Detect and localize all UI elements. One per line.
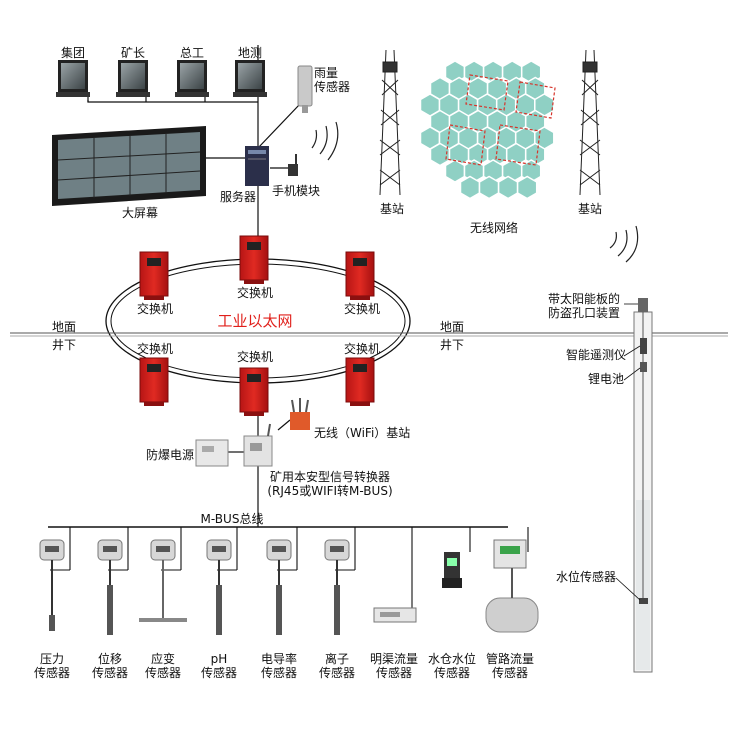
monitor-icon xyxy=(233,60,267,97)
wifi-station-label: 无线（WiFi）基站 xyxy=(314,426,411,440)
wireless-signal-icon xyxy=(609,225,639,263)
switch-icon xyxy=(345,251,375,300)
hex-cell xyxy=(516,175,538,200)
cell-tower-icon xyxy=(579,49,601,196)
wifi-base-station-icon xyxy=(290,398,310,430)
sensor-icon xyxy=(97,539,123,635)
converter-label: 矿用本安型信号转换器 (RJ45或WIFI转M-BUS) xyxy=(267,470,393,498)
sensor-label: 离子 传感器 xyxy=(318,652,356,680)
sensor-icon xyxy=(442,552,462,588)
rain-gauge-icon xyxy=(297,65,313,113)
ground-below-label: 井下 xyxy=(440,338,465,352)
monitor-icon xyxy=(175,60,209,97)
switch-label: 交换机 xyxy=(343,342,381,356)
switch-icon xyxy=(139,357,169,406)
monitor-label: 地测 xyxy=(237,46,263,60)
switch-label: 交换机 xyxy=(136,302,174,316)
sensor-label: 压力 传感器 xyxy=(33,652,71,680)
explosion-proof-power-icon xyxy=(195,439,229,467)
sensor-label: 管路流量 传感器 xyxy=(485,652,535,680)
switch-icon xyxy=(239,367,269,416)
base-station-label-left: 基站 xyxy=(379,202,405,216)
monitor-label: 矿长 xyxy=(120,46,146,60)
sms-module-icon xyxy=(288,154,298,176)
sms-module-label: 手机模块 xyxy=(272,184,321,198)
sensor-icon xyxy=(373,607,417,623)
mbus-label: M-BUS总线 xyxy=(200,512,264,526)
video-wall-icon xyxy=(52,126,206,206)
rain-sensor-label: 雨量 传感器 xyxy=(314,66,351,94)
switch-group xyxy=(139,235,375,416)
power-supply-label: 防爆电源 xyxy=(146,448,195,462)
ground-above-label: 地面 xyxy=(52,320,77,334)
hex-cell xyxy=(444,159,466,183)
sensor-label: 水仓水位 传感器 xyxy=(427,652,477,680)
cell-tower-icon xyxy=(379,49,401,196)
sensor-icon xyxy=(266,539,292,635)
ground-below-label: 井下 xyxy=(52,338,77,352)
switch-icon xyxy=(345,357,375,406)
big-screen-label: 大屏幕 xyxy=(121,206,159,220)
sensor-label: 应变 传感器 xyxy=(144,652,182,680)
ethernet-label: 工业以太网 xyxy=(217,312,293,330)
server-icon xyxy=(245,146,269,186)
ground-above-label: 地面 xyxy=(440,320,465,334)
switch-label: 交换机 xyxy=(343,302,381,316)
hex-cell xyxy=(497,175,519,200)
hex-cell xyxy=(478,175,500,200)
wireless-network-hex-grid xyxy=(419,60,556,200)
sensor-group xyxy=(39,539,539,635)
switch-label: 交换机 xyxy=(236,350,274,364)
coverage-zone xyxy=(515,81,556,119)
mbus-drops xyxy=(50,527,529,608)
sensor-icon xyxy=(485,539,539,633)
sensor-label: pH 传感器 xyxy=(200,652,238,680)
switch-label: 交换机 xyxy=(136,342,174,356)
water-level-sensor-label: 水位传感器 xyxy=(556,570,617,584)
switch-icon xyxy=(239,235,269,284)
coverage-zone xyxy=(445,124,486,166)
callout-lines xyxy=(615,303,641,601)
battery-label: 锂电池 xyxy=(588,372,625,386)
converter-wiring xyxy=(228,416,291,527)
sensor-icon xyxy=(324,539,350,635)
switch-label: 交换机 xyxy=(236,286,274,300)
sensor-label: 电导率 传感器 xyxy=(260,652,298,680)
coverage-zone xyxy=(465,74,509,111)
sensor-label: 位移 传感器 xyxy=(91,652,129,680)
sensor-icon xyxy=(206,539,232,635)
sensor-icon xyxy=(139,539,187,622)
monitor-label: 集团 xyxy=(60,46,86,60)
signal-converter-icon xyxy=(243,423,273,467)
base-station-label-right: 基站 xyxy=(577,202,603,216)
switch-icon xyxy=(139,251,169,300)
wireless-signal-icon xyxy=(311,121,339,161)
borehole-icon xyxy=(633,298,653,673)
solar-device-label: 带太阳能板的 防盗孔口装置 xyxy=(548,292,621,320)
monitor-device-label: 智能遥测仪 xyxy=(566,348,627,362)
server-label: 服务器 xyxy=(220,190,257,204)
sensor-label: 明渠流量 传感器 xyxy=(369,652,419,680)
monitor-icon xyxy=(56,60,90,97)
sensor-icon xyxy=(39,539,65,631)
coverage-zone xyxy=(495,124,541,166)
wireless-network-label: 无线网络 xyxy=(469,221,519,235)
hex-cell xyxy=(429,142,451,167)
monitor-group xyxy=(56,60,267,97)
monitor-label: 总工 xyxy=(179,46,205,60)
hex-cell xyxy=(459,175,481,200)
monitor-icon xyxy=(116,60,150,97)
